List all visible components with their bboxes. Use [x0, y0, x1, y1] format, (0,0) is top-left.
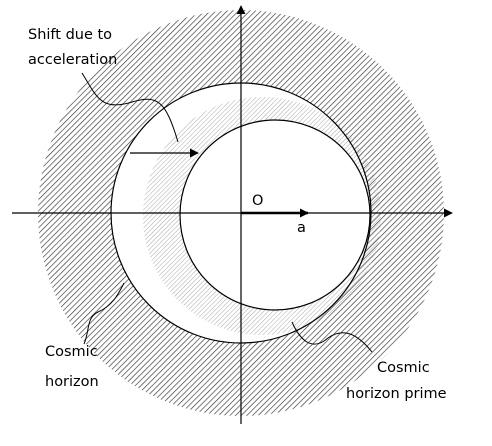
shift-leader-line: [81, 72, 179, 143]
cosmic-horizon-leader-line: [83, 282, 125, 345]
prime-leader-line: [291, 321, 373, 353]
shift-label-line2: acceleration: [28, 52, 117, 68]
cosmic-horizon-prime-circle: [179, 119, 371, 311]
cosmic-horizon-label-line2: horizon: [45, 374, 99, 390]
shift-label-line1: Shift due to: [28, 27, 112, 43]
acceleration-label: a: [297, 220, 306, 236]
cosmic-horizon-prime-label-line1: Cosmic: [377, 360, 430, 376]
origin-label: O: [252, 193, 263, 209]
cosmic-horizon-prime-label-line2: horizon prime: [346, 386, 447, 402]
cosmic-horizon-label-line1: Cosmic: [45, 344, 98, 360]
